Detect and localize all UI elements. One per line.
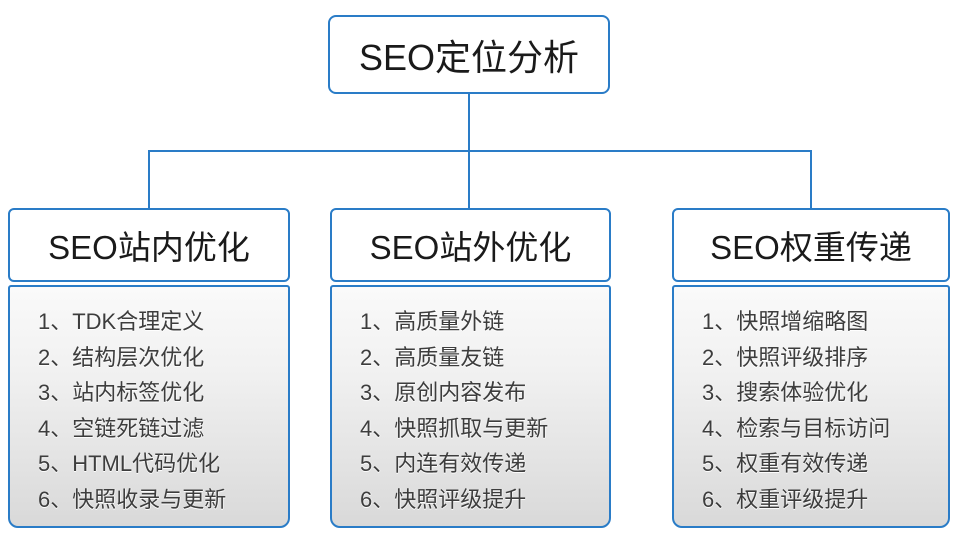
branch-node-offsite: SEO站外优化 <box>330 208 611 282</box>
list-item: 3、站内标签优化 <box>38 380 205 405</box>
connector-right-vertical <box>810 150 812 208</box>
branch-node-offsite-label: SEO站外优化 <box>369 229 572 266</box>
list-item: 1、快照增缩略图 <box>702 309 869 334</box>
list-item: 4、空链死链过滤 <box>38 415 205 441</box>
connector-horizontal <box>148 150 812 152</box>
branch-node-weight: SEO权重传递 <box>672 208 950 282</box>
connector-left-vertical <box>148 150 150 208</box>
list-item: 3、原创内容发布 <box>360 380 527 405</box>
list-item: 5、内连有效传递 <box>360 451 527 476</box>
panel-offsite: 1、高质量外链 2、高质量友链 3、原创内容发布 4、快照抓取与更新 5、内连有… <box>330 285 611 528</box>
connector-middle-vertical <box>468 150 470 208</box>
branch-node-onsite-label: SEO站内优化 <box>48 229 250 266</box>
list-item: 4、快照抓取与更新 <box>360 415 549 441</box>
panel-weight: 1、快照增缩略图 2、快照评级排序 3、搜索体验优化 4、检索与目标访问 5、权… <box>672 285 950 528</box>
list-item: 6、权重评级提升 <box>702 486 869 512</box>
list-item: 1、TDK合理定义 <box>38 309 205 334</box>
list-item: 2、结构层次优化 <box>38 344 205 370</box>
branch-node-weight-label: SEO权重传递 <box>710 229 912 266</box>
list-item: 5、权重有效传递 <box>702 451 869 476</box>
list-item: 1、高质量外链 <box>360 309 505 334</box>
branch-node-onsite: SEO站内优化 <box>8 208 290 282</box>
root-node: SEO定位分析 <box>328 15 610 94</box>
connector-root-vertical <box>468 93 470 151</box>
list-item: 4、检索与目标访问 <box>702 415 891 441</box>
list-item: 2、高质量友链 <box>360 344 505 370</box>
list-item: 3、搜索体验优化 <box>702 380 869 405</box>
panel-onsite: 1、TDK合理定义 2、结构层次优化 3、站内标签优化 4、空链死链过滤 5、H… <box>8 285 290 528</box>
list-item: 5、HTML代码优化 <box>38 451 221 476</box>
list-item: 6、快照收录与更新 <box>38 486 227 512</box>
list-item: 6、快照评级提升 <box>360 486 527 512</box>
list-item: 2、快照评级排序 <box>702 344 869 370</box>
root-node-label: SEO定位分析 <box>358 36 580 78</box>
